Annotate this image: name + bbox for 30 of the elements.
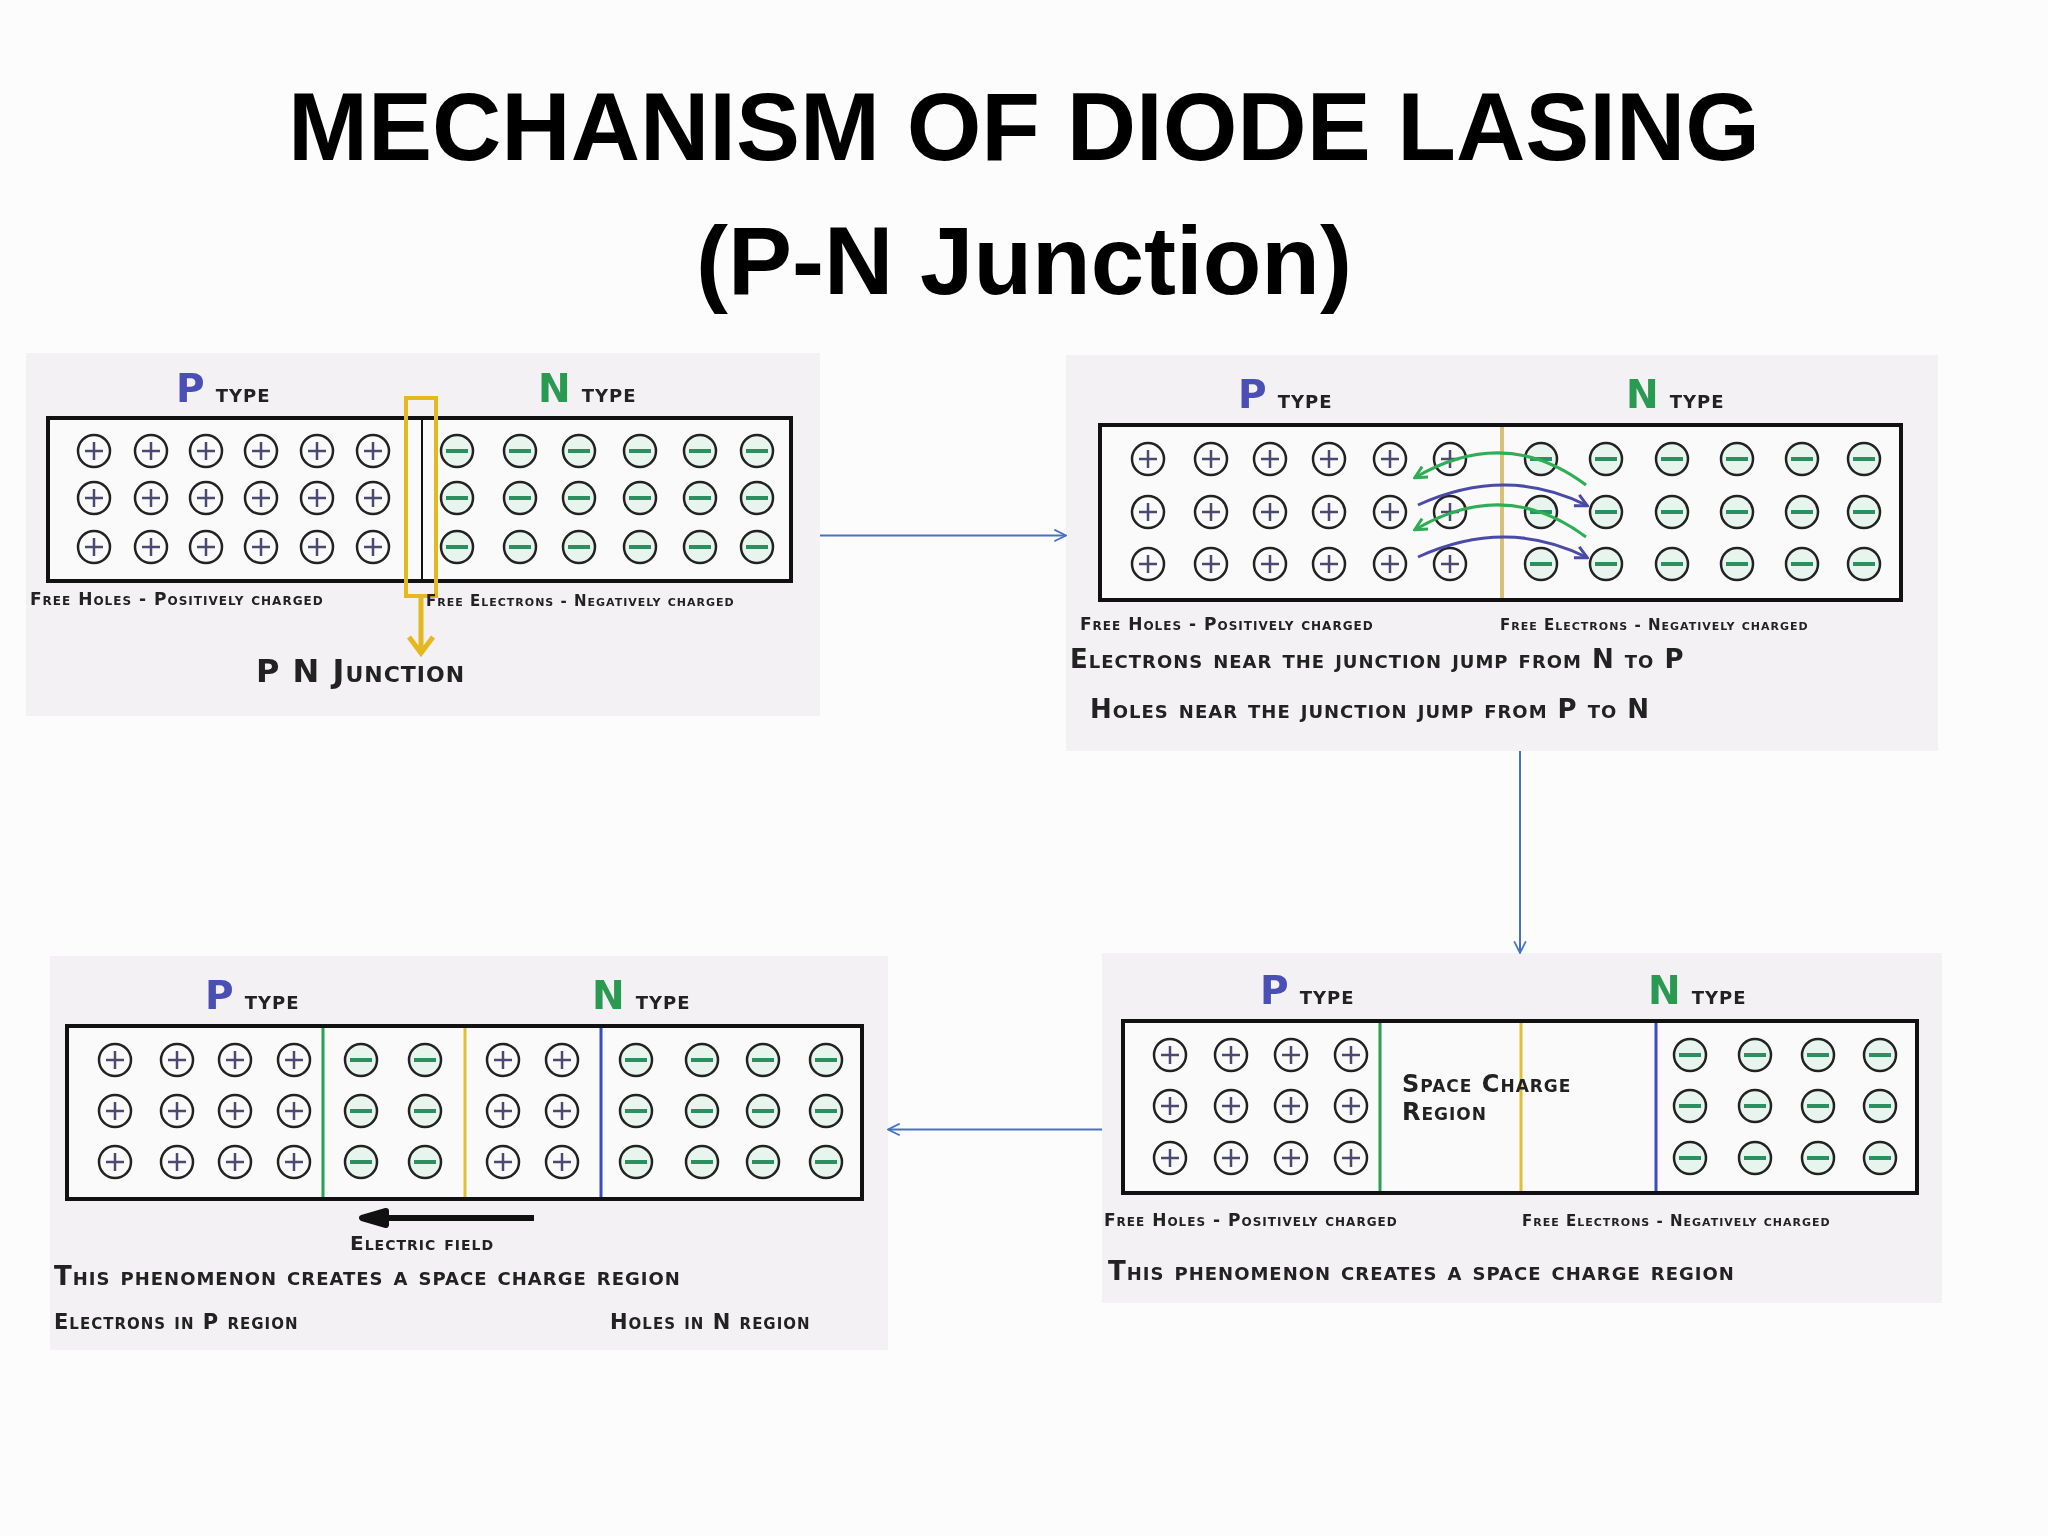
diagram-panel <box>1102 953 1942 1303</box>
text-label: Free Electrons - Negatively charged <box>1500 617 1809 635</box>
text-label: This phenomenon creates a space charge region <box>1108 1257 1735 1287</box>
arrow <box>1513 750 1527 954</box>
text-label: Holes near the junction jump from P to N <box>1090 695 1651 725</box>
region-heading: N type <box>592 974 691 1019</box>
arrow <box>819 528 1067 543</box>
text-label: Free Holes - Positively charged <box>1104 1211 1398 1231</box>
region-heading: N type <box>1626 373 1725 418</box>
text-label: Electrons in P region <box>54 1310 299 1335</box>
diagram-panel <box>50 956 888 1350</box>
region-heading: N type <box>1648 969 1747 1014</box>
title: MECHANISM OF DIODE LASING (P-N Junction) <box>287 72 1761 316</box>
region-heading: P type <box>1260 969 1355 1014</box>
text-label: Electric field <box>350 1232 495 1255</box>
diagram-panel <box>26 353 820 716</box>
text-label: Free Electrons - Negatively charged <box>426 593 735 611</box>
text-label: Holes in N region <box>610 1310 811 1335</box>
text-label: P N Junction <box>256 653 466 690</box>
text-label: This phenomenon creates a space charge region <box>54 1262 681 1292</box>
text-label: Free Holes - Positively charged <box>30 590 324 610</box>
region-heading: P type <box>176 367 271 412</box>
diagram-panel <box>1066 355 1938 751</box>
region-heading: N type <box>538 367 637 412</box>
arrow <box>887 1122 1103 1137</box>
region-heading: P type <box>205 974 300 1019</box>
text-label: Free Electrons - Negatively charged <box>1522 1213 1831 1231</box>
text-label: Electrons near the junction jump from N to P <box>1070 645 1685 675</box>
region-heading: P type <box>1238 373 1333 418</box>
text-label: Free Holes - Positively charged <box>1080 615 1374 635</box>
